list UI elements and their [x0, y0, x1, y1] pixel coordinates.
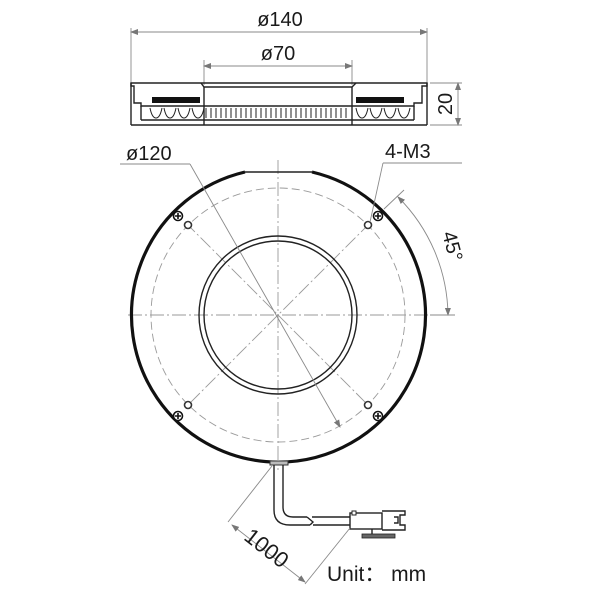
inner-diameter-label: ø70: [261, 43, 295, 65]
dimension-height: 20: [430, 82, 462, 126]
side-view-housing: [130, 82, 428, 126]
unit-label: Unit： mm: [327, 563, 426, 586]
aperture-outer: [198, 235, 358, 395]
height-label: 20: [435, 93, 457, 115]
led-row: [149, 107, 411, 119]
dimension-pcd: ø120: [120, 143, 341, 428]
pcd-label: ø120: [126, 143, 172, 165]
dimension-outer-diameter: ø140: [130, 9, 428, 85]
front-view: ø120 4-M3 45°: [120, 141, 466, 586]
dimension-inner-diameter: ø70: [203, 43, 353, 85]
housing-screws: [172, 210, 384, 422]
screw-label: 4-M3: [385, 141, 431, 163]
side-view: ø140 ø70: [130, 9, 462, 126]
mounting-holes: [183, 220, 373, 410]
angle-label: 45°: [437, 229, 466, 264]
aperture-inner: [203, 240, 353, 390]
cable: [269, 460, 406, 539]
dimension-screw: 4-M3: [369, 141, 462, 223]
outer-diameter-label: ø140: [257, 9, 303, 31]
cable-length-label: 1000: [240, 523, 294, 573]
